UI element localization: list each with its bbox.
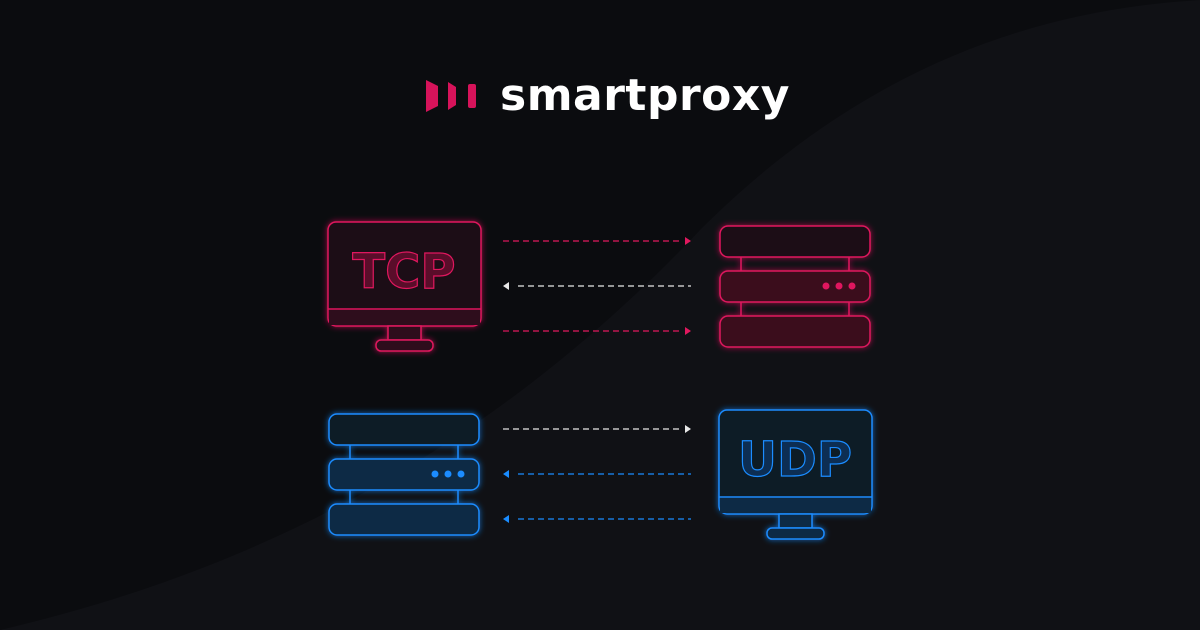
udp-server-icon [328,413,480,536]
logo-mark-icon [426,80,476,112]
tcp-server-icon [719,225,871,348]
udp-arrow-3 [503,515,691,523]
tcp-arrow-3 [503,327,691,335]
udp-label: UDP [738,432,852,488]
tcp-arrow-2 [503,282,691,290]
udp-arrow-1 [503,425,691,433]
brand-name: smartproxy [500,70,790,121]
tcp-label: TCP [352,244,455,300]
udp-monitor-icon: UDP [718,409,873,540]
udp-arrow-2 [503,470,691,478]
smartproxy-logo: smartproxy [424,66,790,126]
tcp-monitor-icon: TCP [327,221,482,352]
tcp-arrow-1 [503,237,691,245]
